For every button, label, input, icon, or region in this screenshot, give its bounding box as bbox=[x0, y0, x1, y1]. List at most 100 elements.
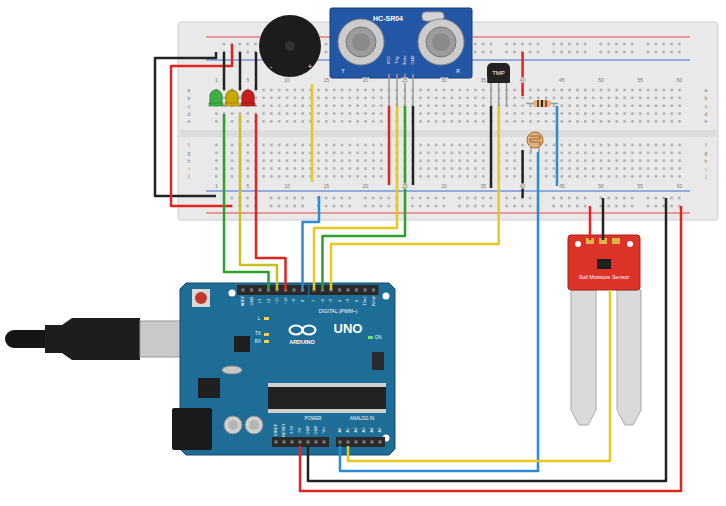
breadboard-hole bbox=[521, 104, 524, 107]
breadboard-hole bbox=[647, 144, 650, 147]
breadboard-hole bbox=[568, 167, 571, 170]
breadboard-hole bbox=[451, 144, 454, 147]
breadboard-hole bbox=[443, 167, 446, 170]
breadboard-hole bbox=[576, 197, 579, 200]
breadboard-hole bbox=[592, 167, 595, 170]
breadboard-hole bbox=[262, 89, 265, 92]
breadboard-hole bbox=[247, 175, 250, 178]
breadboard-hole bbox=[270, 112, 273, 115]
breadboard-hole bbox=[482, 167, 485, 170]
breadboard-hole bbox=[458, 120, 461, 123]
capacitor bbox=[245, 416, 263, 434]
breadboard-hole bbox=[372, 205, 375, 208]
breadboard-hole bbox=[380, 120, 383, 123]
breadboard-hole bbox=[639, 144, 642, 147]
breadboard-hole bbox=[286, 175, 289, 178]
pin-name: Vin bbox=[322, 427, 326, 433]
breadboard-hole bbox=[419, 159, 422, 162]
breadboard-hole bbox=[647, 175, 650, 178]
breadboard-hole bbox=[270, 120, 273, 123]
pin-name: GND bbox=[250, 297, 254, 306]
breadboard-hole bbox=[537, 43, 540, 46]
pin-name: 5V bbox=[298, 428, 302, 433]
wire bbox=[340, 152, 538, 471]
breadboard-hole bbox=[584, 112, 587, 115]
breadboard-hole bbox=[364, 97, 367, 100]
breadboard-hole bbox=[584, 152, 587, 155]
ultrasonic-board bbox=[330, 8, 472, 78]
breadboard-hole bbox=[600, 104, 603, 107]
breadboard-hole bbox=[513, 51, 516, 54]
breadboard-hole bbox=[474, 120, 477, 123]
breadboard-hole bbox=[529, 175, 532, 178]
breadboard-hole bbox=[372, 144, 375, 147]
breadboard-hole bbox=[349, 112, 352, 115]
breadboard-hole bbox=[278, 97, 281, 100]
breadboard-index: 35 bbox=[480, 78, 488, 83]
breadboard-hole bbox=[592, 175, 595, 178]
breadboard-hole bbox=[576, 51, 579, 54]
resistor-band bbox=[541, 100, 543, 107]
breadboard-hole bbox=[466, 89, 469, 92]
breadboard-hole bbox=[451, 104, 454, 107]
breadboard-hole bbox=[419, 120, 422, 123]
breadboard-hole bbox=[529, 159, 532, 162]
pin-name: ~10 bbox=[284, 298, 288, 305]
breadboard-hole bbox=[254, 43, 257, 46]
transducer-mark: T bbox=[341, 69, 344, 74]
breadboard-hole bbox=[678, 152, 681, 155]
wire bbox=[155, 52, 216, 196]
breadboard-hole bbox=[325, 175, 328, 178]
breadboard-hole bbox=[553, 97, 556, 100]
breadboard-hole bbox=[482, 97, 485, 100]
breadboard-hole bbox=[301, 120, 304, 123]
mount-hole bbox=[383, 293, 390, 300]
breadboard-hole bbox=[607, 197, 610, 200]
breadboard-hole bbox=[631, 51, 634, 54]
breadboard-hole bbox=[545, 97, 548, 100]
board-led bbox=[264, 317, 269, 320]
breadboard-hole bbox=[364, 144, 367, 147]
breadboard-hole bbox=[568, 175, 571, 178]
ultrasonic-sensor: HC-SR04 bbox=[330, 8, 472, 78]
wire bbox=[303, 196, 320, 290]
breadboard-hole bbox=[639, 89, 642, 92]
header-pin bbox=[355, 288, 358, 291]
pin-name: Echo bbox=[403, 55, 407, 64]
header-pin bbox=[292, 288, 295, 291]
breadboard-hole bbox=[270, 152, 273, 155]
breadboard-hole bbox=[529, 104, 532, 107]
breadboard-hole bbox=[474, 43, 477, 46]
breadboard-hole bbox=[663, 89, 666, 92]
breadboard-hole bbox=[427, 104, 430, 107]
breadboard-hole bbox=[451, 152, 454, 155]
pin-name: IOREF bbox=[274, 424, 278, 436]
breadboard-hole bbox=[655, 175, 658, 178]
icsp-header bbox=[372, 352, 384, 370]
breadboard-hole bbox=[262, 97, 265, 100]
chip-socket bbox=[268, 383, 386, 413]
breadboard-hole bbox=[239, 97, 242, 100]
resistor-band bbox=[537, 100, 539, 107]
breadboard-hole bbox=[647, 197, 650, 200]
breadboard-hole bbox=[231, 175, 234, 178]
breadboard-hole bbox=[341, 89, 344, 92]
pin-name: GND bbox=[314, 426, 318, 435]
breadboard-index: h bbox=[187, 158, 192, 163]
pin-name: GND bbox=[411, 56, 415, 65]
breadboard-hole bbox=[568, 152, 571, 155]
breadboard-hole bbox=[215, 144, 218, 147]
breadboard-hole bbox=[662, 51, 665, 54]
breadboard-index: e bbox=[187, 119, 192, 124]
wire bbox=[223, 52, 226, 90]
breadboard-hole bbox=[333, 205, 336, 208]
pin-name: A2 bbox=[354, 428, 358, 433]
breadboard-hole bbox=[623, 89, 626, 92]
pin-name: ~5 bbox=[329, 299, 333, 304]
breadboard-hole bbox=[670, 152, 673, 155]
breadboard-hole bbox=[592, 97, 595, 100]
rail-line bbox=[206, 191, 690, 192]
breadboard-hole bbox=[333, 152, 336, 155]
capacitor bbox=[228, 420, 238, 430]
